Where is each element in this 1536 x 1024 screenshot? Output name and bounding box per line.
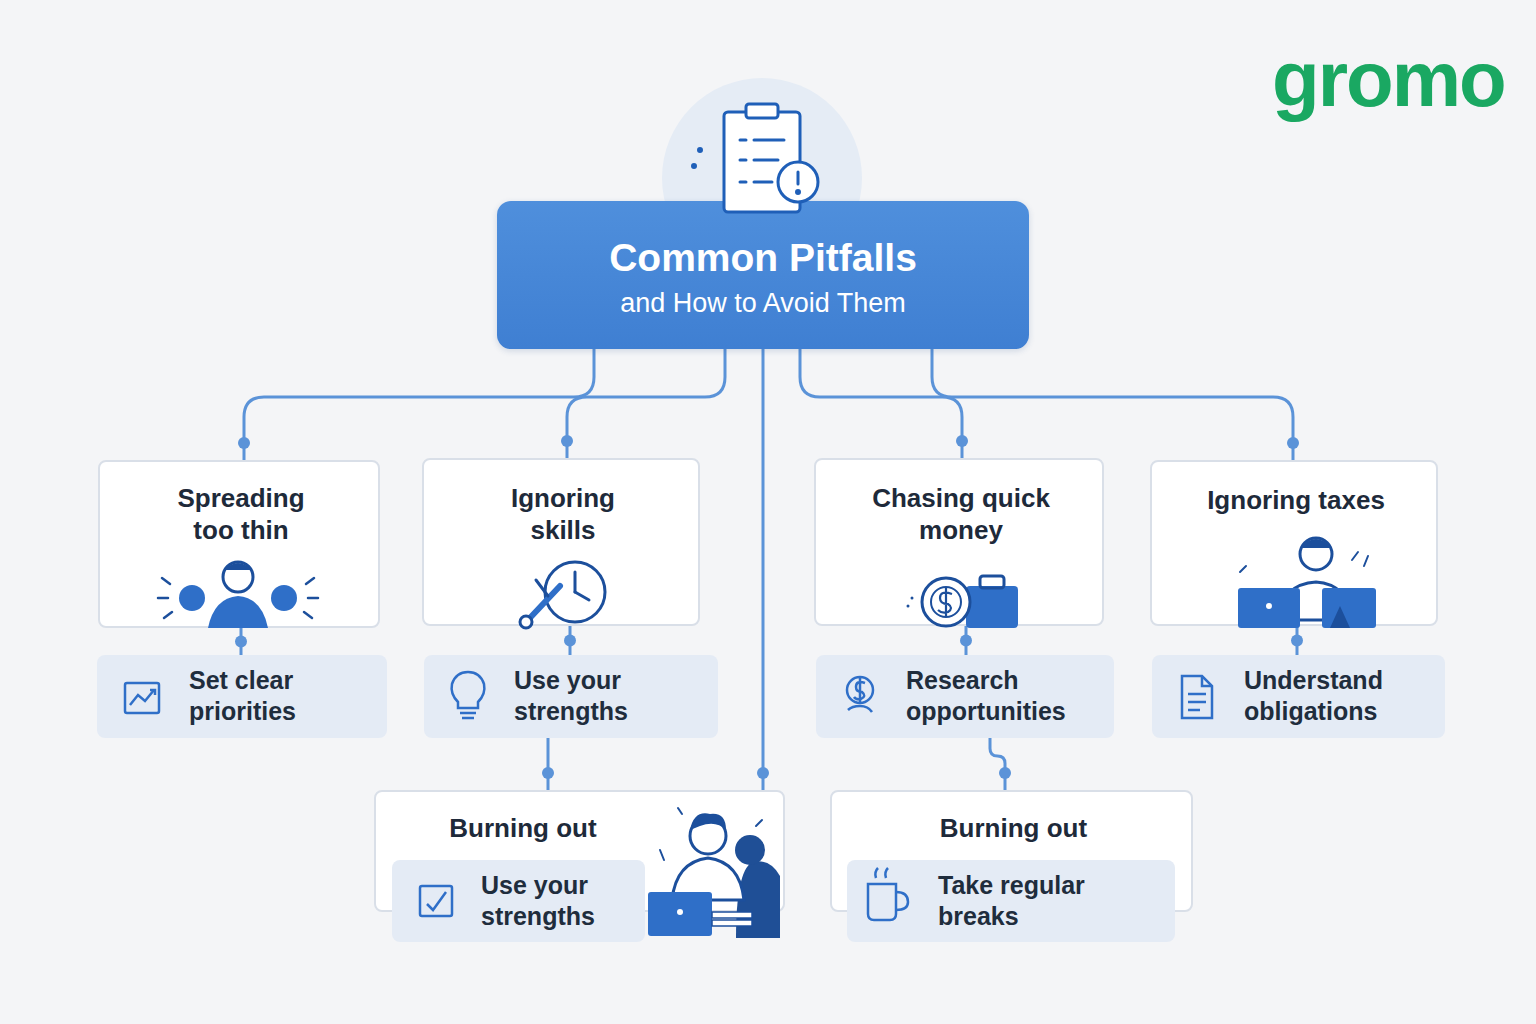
stressed-person-icon — [158, 562, 318, 628]
title-box: Common Pitfalls and How to Avoid Them — [497, 201, 1029, 349]
connector-line — [800, 349, 962, 458]
connector-dot — [542, 767, 554, 779]
pitfall-card: Ignoring taxes — [1150, 460, 1438, 626]
node-heading: Spreading too thin — [161, 482, 321, 546]
overwhelmed-person-icon — [1238, 538, 1376, 628]
node-heading: Burning out — [832, 812, 1195, 844]
money-briefcase-icon — [907, 576, 1019, 628]
node-heading: Burning out — [376, 812, 670, 844]
burnout-person-illustration — [648, 808, 780, 938]
clock-wrench-icon — [520, 562, 605, 628]
connector-line — [567, 349, 725, 458]
node-heading: Chasing quick money — [836, 482, 1086, 546]
connector-line — [932, 349, 1293, 460]
node-heading: Use your strengths — [481, 870, 636, 932]
connector-line — [244, 349, 594, 460]
solution-box: Use your strengths — [424, 655, 718, 738]
node-heading: Ignoring taxes — [1152, 484, 1440, 516]
pitfall-card: Spreading too thin — [98, 460, 380, 628]
lightbulb-icon — [452, 672, 485, 718]
connector-dot — [561, 435, 573, 447]
priorities-icon — [125, 683, 159, 713]
pitfall-card: Ignoring skills — [422, 458, 700, 626]
connector-dot — [757, 767, 769, 779]
solution-box: Research opportunities — [816, 655, 1114, 738]
node-heading: Common Pitfalls — [497, 235, 1029, 281]
research-icon — [847, 677, 873, 712]
solution-box: Set clear priorities — [97, 655, 387, 738]
clipboard-icon — [693, 104, 819, 212]
node-subtitle: and How to Avoid Them — [497, 287, 1029, 319]
connector-dot — [235, 636, 247, 648]
checklist-icon — [420, 886, 452, 916]
node-heading: Research opportunities — [906, 665, 1101, 727]
connector-dot — [564, 635, 576, 647]
solution-box: Understand obligations — [1152, 655, 1445, 738]
node-heading: Use your strengths — [514, 665, 684, 727]
connector-line — [547, 738, 550, 790]
solution-box: Use your strengths — [392, 860, 645, 942]
connector-dot — [956, 435, 968, 447]
document-icon — [1182, 676, 1212, 718]
burnout-card: Burning outUse your strengths — [374, 790, 785, 912]
connector-dot — [238, 437, 250, 449]
pitfall-card: Chasing quick money — [814, 458, 1104, 626]
brand-logo: gromo — [1272, 40, 1505, 118]
connector-dot — [960, 635, 972, 647]
node-heading: Set clear priorities — [189, 665, 359, 727]
node-heading: Understand obligations — [1244, 665, 1434, 727]
solution-box: Take regular breaks — [847, 860, 1175, 942]
node-heading: Ignoring skills — [483, 482, 643, 546]
burnout-card: Burning outTake regular breaks — [830, 790, 1193, 912]
connector-line — [762, 349, 765, 790]
connector-dot — [999, 767, 1011, 779]
connector-dot — [1287, 437, 1299, 449]
mug-icon — [868, 868, 908, 920]
node-heading: Take regular breaks — [938, 870, 1138, 932]
connector-dot — [1291, 635, 1303, 647]
connector-line — [990, 738, 1005, 790]
